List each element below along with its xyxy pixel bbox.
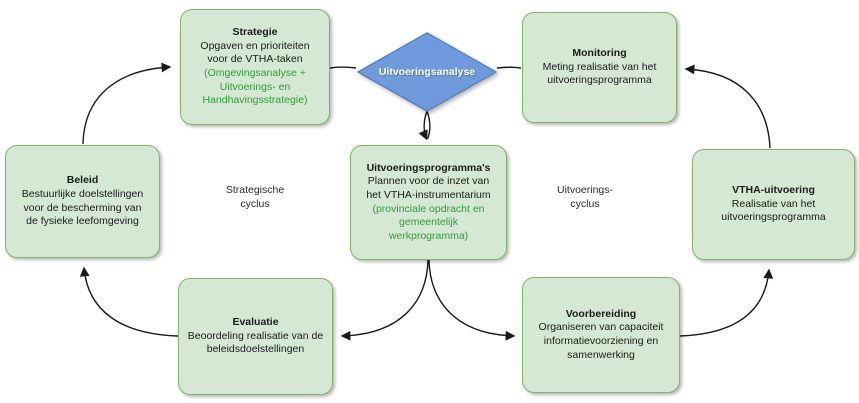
line-monitoring-to-uitvoeringsanalyse (496, 66, 522, 69)
arrow-voorbereiding-to-vtha (679, 268, 774, 337)
node-title: Voorbereiding (565, 307, 637, 320)
node-evaluatie: Evaluatie Beoordeling realisatie van de … (178, 278, 333, 395)
node-vtha-uitvoering: VTHA-uitvoering Realisatie van het uitvo… (692, 149, 855, 260)
node-title: Monitoring (572, 47, 627, 60)
line-strategie-to-uitvoeringsanalyse (329, 66, 357, 69)
node-description: Beoordeling realisatie van de beleidsdoe… (187, 329, 324, 356)
cycle-label-uitvoerings-cyclus: Uitvoerings- cyclus (556, 184, 614, 211)
arrow-uitvoeringsanalyse-to-programma-a (418, 110, 428, 141)
node-voorbereiding: Voorbereiding Organiseren van capaciteit… (522, 277, 680, 393)
node-uitvoeringsprogrammas: Uitvoeringsprogramma's Plannen voor de i… (350, 145, 507, 260)
node-description: Plannen voor de inzet van het VTHA-instr… (366, 175, 491, 201)
node-description: Bestuurlijke doelstellingen voor de besc… (21, 187, 144, 228)
node-title: Evaluatie (232, 316, 279, 329)
arrow-beleid-to-strategie (82, 62, 172, 145)
node-beleid: Beleid Bestuurlijke doelstellingen voor … (5, 145, 160, 258)
node-description: Organiseren van capaciteit informatievoo… (538, 321, 664, 361)
node-title: VTHA-uitvoering (732, 184, 815, 197)
node-monitoring: Monitoring Meting realisatie van het uit… (522, 12, 677, 123)
arrow-programma-to-evaluatie (340, 259, 429, 341)
diamond-shape-icon (357, 32, 497, 112)
decision-uitvoeringsanalyse: Uitvoeringsanalyse (357, 32, 497, 112)
node-strategie: Strategie Opgaven en prioriteiten voor d… (180, 9, 330, 125)
node-description: Realisatie van het uitvoeringsprogramma (721, 197, 826, 224)
arrow-uitvoeringsanalyse-to-programma-b (426, 110, 431, 140)
node-title: Beleid (66, 174, 99, 187)
cycle-label-strategische-cyclus: Strategische cyclus (225, 184, 285, 211)
node-description: Opgaven en prioriteiten voor de VTHA-tak… (200, 39, 310, 66)
arrow-vtha-to-monitoring (684, 64, 771, 149)
arrow-evaluatie-to-beleid (79, 266, 179, 337)
node-title: Uitvoeringsprogramma's (366, 161, 491, 174)
node-note: (Omgevingsanalyse + Uitvoerings- en Hand… (202, 67, 308, 107)
node-description: Meting realisatie van het uitvoeringspro… (542, 60, 657, 87)
node-note: (provinciale opdracht en gemeentelijk we… (372, 202, 485, 242)
arrow-programma-to-voorbereiding (428, 259, 516, 341)
decision-label: Uitvoeringsanalyse (378, 66, 476, 78)
node-title: Strategie (232, 26, 278, 39)
